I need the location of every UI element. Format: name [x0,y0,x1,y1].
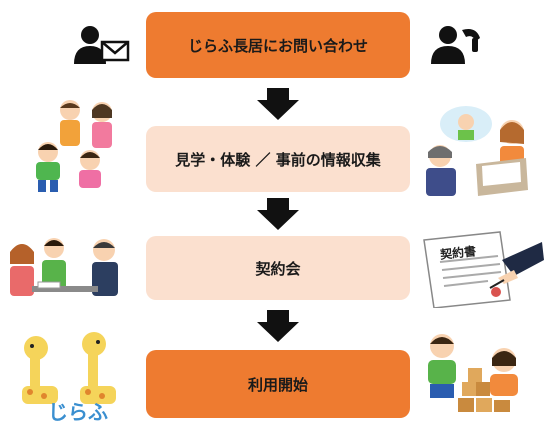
step-contract-label: 契約会 [255,259,301,278]
step-visit: 見学・体験 ／ 事前の情報収集 [146,126,410,192]
step-inquiry-label: じらふ長居にお問い合わせ [187,36,368,55]
step-start-label: 利用開始 [247,375,308,394]
giraffe-logo [22,332,116,404]
logo-text: じらふ [48,400,108,424]
family-illustration [36,100,112,192]
consultation-illustration [426,106,528,196]
user-mail-icon [74,26,130,64]
step-visit-label: 見学・体験 ／ 事前の情報収集 [175,150,381,169]
contract-document-illustration [423,231,544,308]
kids-blocks-illustration [428,334,518,412]
user-phone-icon [431,26,480,64]
step-contract: 契約会 [146,236,410,300]
step-inquiry: じらふ長居にお問い合わせ [146,12,410,78]
down-arrow-1 [257,88,299,120]
meeting-illustration [10,238,118,296]
step-start: 利用開始 [146,350,410,418]
down-arrow-3 [257,310,299,342]
down-arrow-2 [257,198,299,230]
